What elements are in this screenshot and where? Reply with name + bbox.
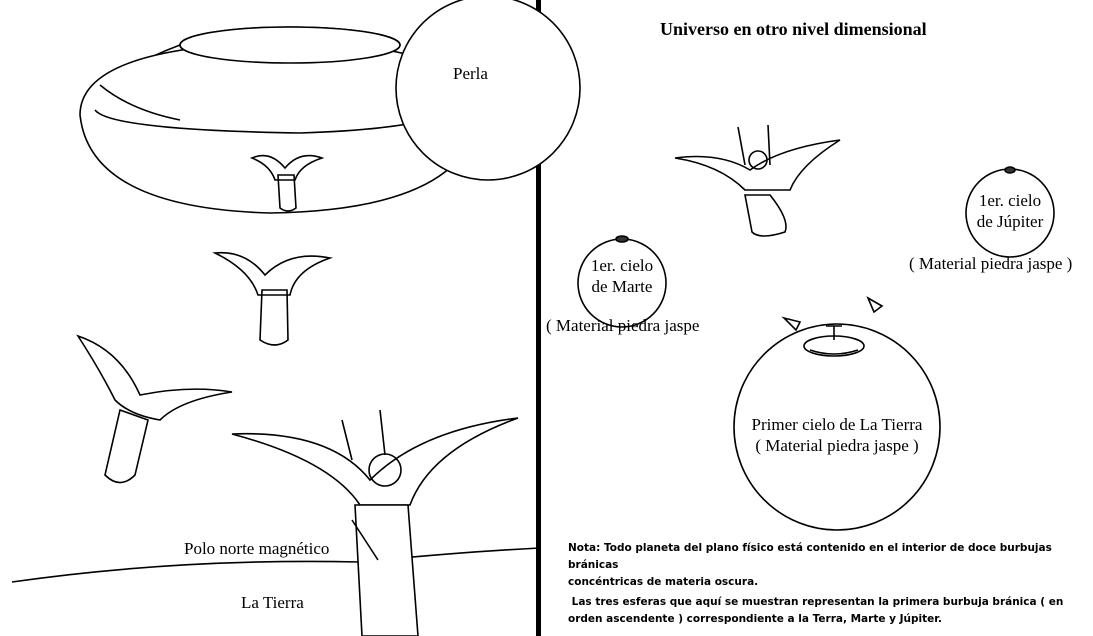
mars-label: 1er. cielo de Marte — [572, 255, 672, 297]
pearl-ring — [79, 26, 481, 214]
panel-divider — [536, 0, 541, 636]
page-title: Universo en otro nivel dimensional — [660, 19, 927, 39]
pole-label: Polo norte magnético — [184, 539, 330, 558]
earth-sphere-label: Primer cielo de La Tierra ( Material pie… — [737, 414, 937, 456]
jupiter-line1: 1er. cielo — [978, 191, 1042, 210]
pearl-sphere — [395, 0, 581, 181]
earth-sphere — [733, 323, 941, 531]
earth-line1: Primer cielo de La Tierra — [751, 415, 923, 434]
angel-1 — [249, 154, 325, 212]
jupiter-opening — [1004, 166, 1016, 174]
pearl-label: Perla — [453, 64, 488, 83]
mars-line2: de Marte — [591, 277, 653, 296]
note-line2: concéntricas de materia oscura. — [568, 576, 759, 588]
note-line4: orden ascendente ) correspondiente a la … — [568, 613, 942, 625]
jupiter-label: 1er. cielo de Júpiter — [960, 190, 1060, 232]
jupiter-material: ( Material piedra jaspe ) — [909, 254, 1073, 273]
angel-3 — [76, 334, 233, 484]
note-line1: Nota: Todo planeta del plano físico está… — [568, 542, 1052, 571]
mars-line1: 1er. cielo — [590, 256, 654, 275]
mars-opening — [615, 235, 629, 243]
jupiter-line2: de Júpiter — [976, 212, 1044, 231]
note-line3: Las tres esferas que aquí se muestran re… — [568, 596, 1064, 608]
angel-large — [674, 124, 841, 237]
earth-label: La Tierra — [241, 593, 304, 612]
earth-horizon — [11, 547, 541, 583]
earth-line2: ( Material piedra jaspe ) — [755, 436, 919, 455]
small-angels — [781, 296, 884, 340]
note: Nota: Todo planeta del plano físico está… — [568, 540, 1093, 628]
mars-material: ( Material piedra jaspe — [546, 316, 700, 335]
angel-2 — [212, 251, 334, 346]
angel-4 — [231, 409, 519, 636]
